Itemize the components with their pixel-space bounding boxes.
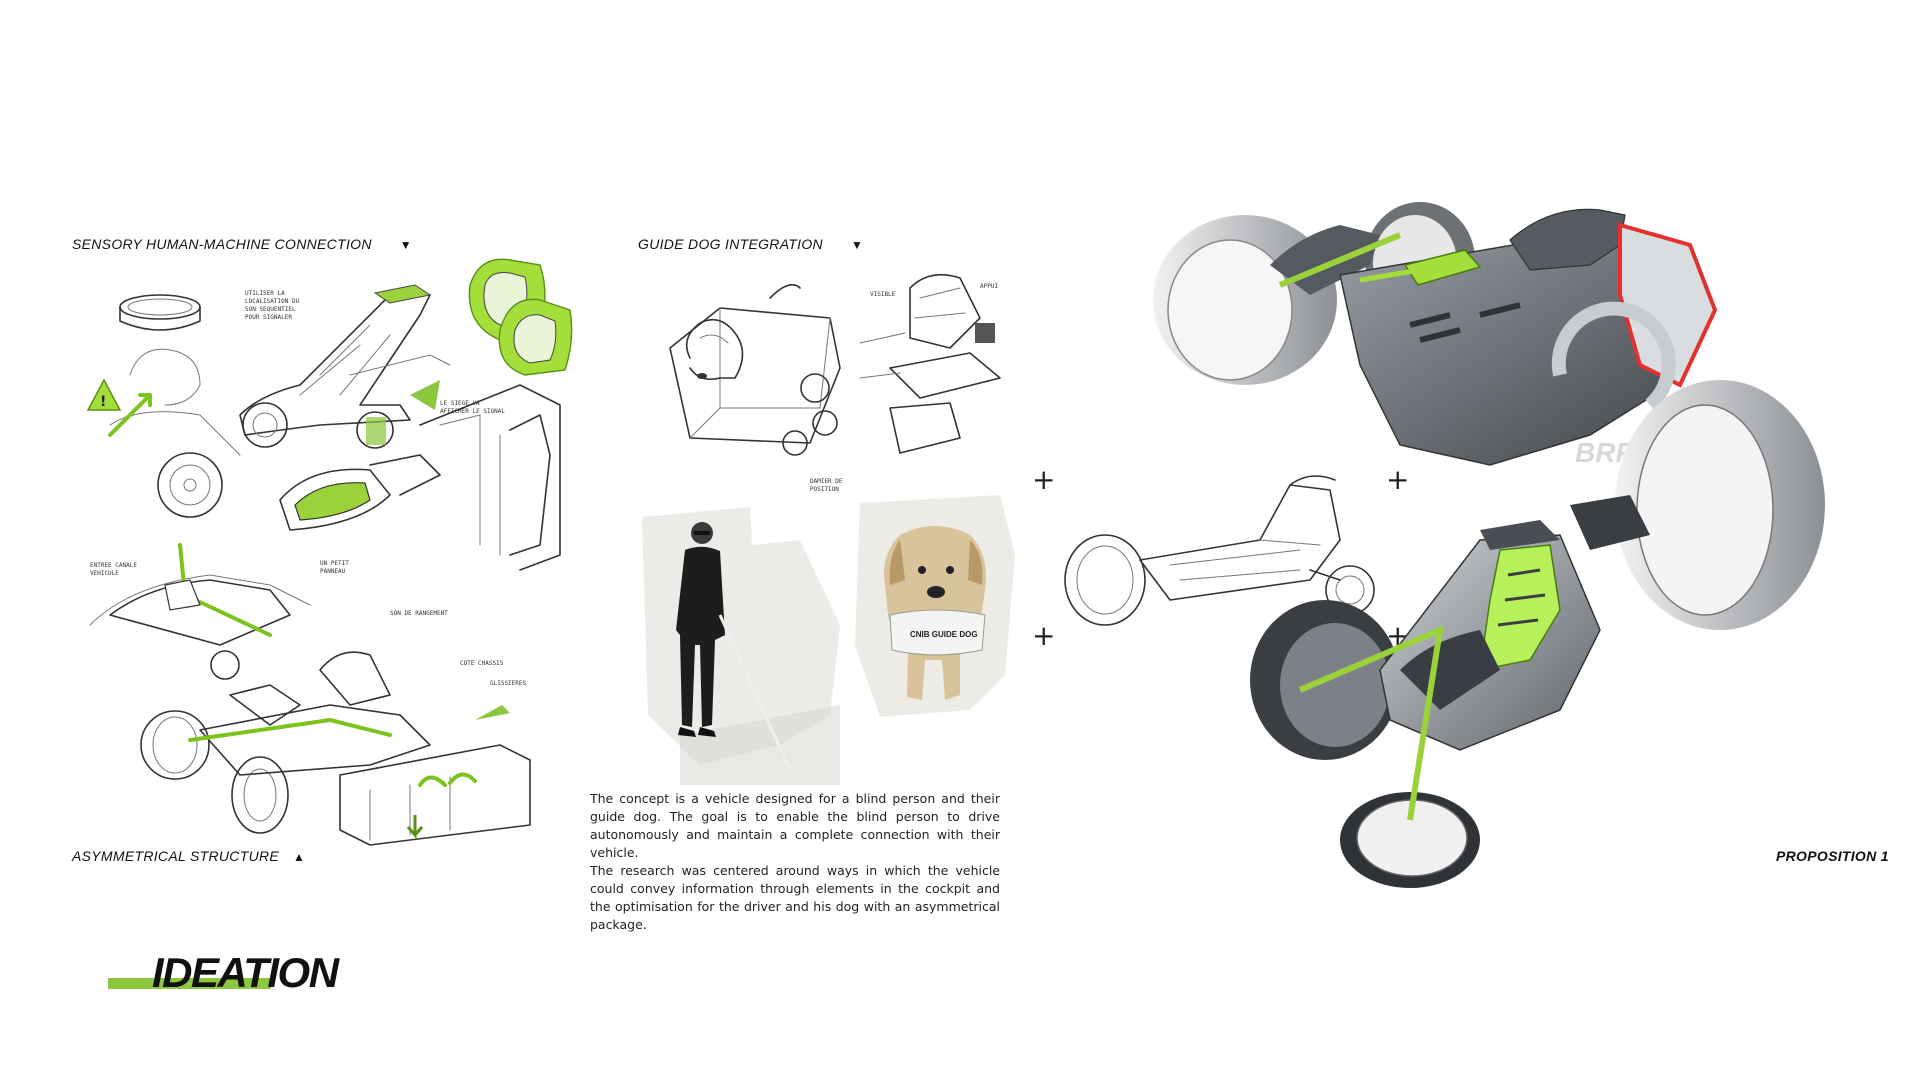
description-paragraph-1: The concept is a vehicle designed for a … — [590, 791, 1000, 860]
dog-vest-text: CNIB GUIDE DOG — [910, 630, 978, 639]
vehicle-render-large: BRP — [1153, 202, 1825, 630]
section-title-sensory-label: SENSORY HUMAN-MACHINE CONNECTION — [72, 236, 372, 252]
svg-text:UTILISER LA: UTILISER LA — [245, 290, 285, 297]
svg-text:VISIBLE: VISIBLE — [870, 291, 896, 298]
svg-text:POSITION: POSITION — [810, 486, 839, 493]
svg-text:AFFICHER LE SIGNAL: AFFICHER LE SIGNAL — [440, 408, 505, 415]
svg-text:SON SEQUENTIEL: SON SEQUENTIEL — [245, 306, 296, 313]
guide-dog-sketches: VISIBLE APPUI DAMIER DE POSITION — [669, 273, 1001, 493]
vehicle-side-sketch — [1064, 475, 1375, 626]
svg-text:PANNEAU: PANNEAU — [320, 568, 346, 575]
asymmetrical-structure-sketches: ENTREE CANALE VEHICULE UN PETIT PANNEAU … — [89, 543, 531, 846]
plus-mark: + — [1386, 463, 1410, 496]
svg-text:UN PETIT: UN PETIT — [320, 560, 349, 567]
description-paragraph-2: The research was centered around ways in… — [590, 863, 1000, 932]
svg-text:VEHICULE: VEHICULE — [90, 570, 119, 577]
plus-mark: + — [1032, 619, 1056, 652]
triangle-down-icon: ▼ — [399, 238, 412, 252]
ideation-accent-bar — [108, 978, 271, 989]
triangle-up-icon: ▲ — [293, 850, 306, 864]
description-text: The concept is a vehicle designed for a … — [590, 790, 1000, 934]
svg-text:APPUI: APPUI — [980, 283, 998, 290]
plus-mark: + — [1032, 463, 1056, 496]
svg-text:DAMIER DE: DAMIER DE — [810, 478, 843, 485]
svg-text:GLISSIERES: GLISSIERES — [490, 680, 527, 687]
blind-man-with-cane-photo — [642, 507, 840, 785]
sensory-sketches: ! UTILISER LA LOCALISATION DU SON SEQUEN… — [86, 258, 573, 571]
section-title-proposition: PROPOSITION 1 — [1776, 848, 1889, 864]
triangle-down-icon: ▼ — [850, 238, 864, 252]
svg-text:SON DE RANGEMENT: SON DE RANGEMENT — [390, 610, 448, 617]
page-title: IDEATION — [152, 949, 339, 996]
section-title-sensory: SENSORY HUMAN-MACHINE CONNECTION ▼ — [72, 236, 412, 252]
guide-dog-puppy-photo: CNIB GUIDE DOG — [855, 495, 1015, 717]
svg-text:POUR SIGNALER: POUR SIGNALER — [245, 314, 292, 321]
vehicle-render-small — [1250, 520, 1601, 888]
svg-text:!: ! — [100, 394, 106, 410]
section-title-guide-dog: GUIDE DOG INTEGRATION ▼ — [638, 236, 863, 252]
svg-text:COTE CHASSIS: COTE CHASSIS — [460, 660, 504, 667]
section-title-asymmetrical-label: ASYMMETRICAL STRUCTURE — [72, 848, 280, 864]
svg-text:ENTREE CANALE: ENTREE CANALE — [90, 562, 137, 569]
section-title-asymmetrical: ASYMMETRICAL STRUCTURE ▲ — [72, 848, 305, 864]
svg-text:LE SIEGE VA: LE SIEGE VA — [440, 400, 480, 407]
section-title-guide-dog-label: GUIDE DOG INTEGRATION — [638, 236, 823, 252]
svg-text:LOCALISATION DU: LOCALISATION DU — [245, 298, 300, 305]
